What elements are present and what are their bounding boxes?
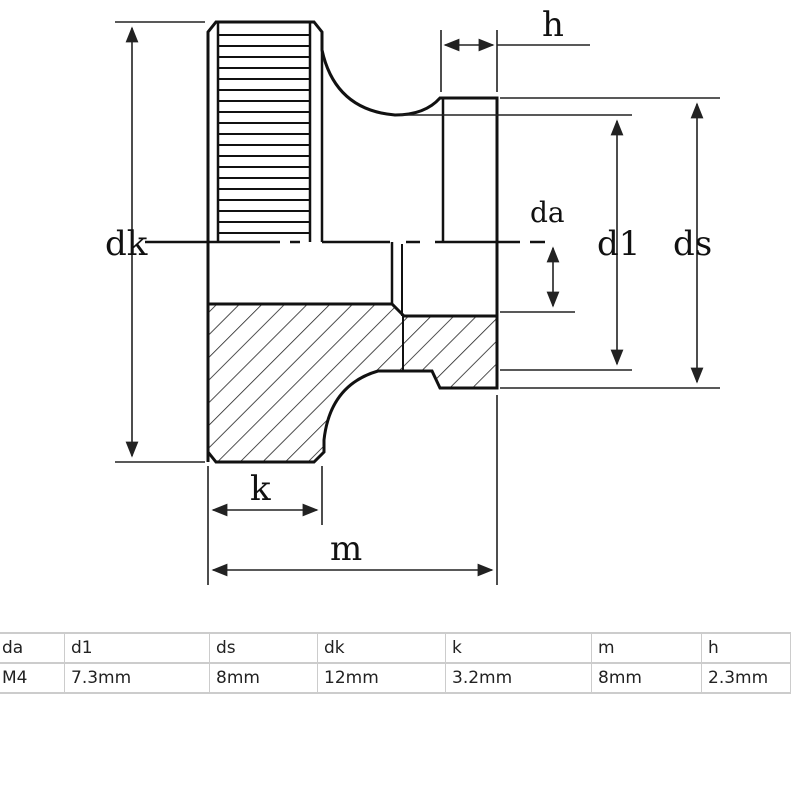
header-cell: dk [317, 632, 446, 664]
label-da: da [530, 196, 565, 229]
dimensions-table: da d1 ds dk k m h M4 7.3mm 8mm 12mm 3.2m… [0, 632, 791, 694]
table-cell: M4 [0, 662, 65, 694]
header-cell: da [0, 632, 65, 664]
dimension-lines [115, 21, 720, 585]
label-m: m [330, 529, 362, 569]
header-cell: h [701, 632, 791, 664]
table-cell: 3.2mm [445, 662, 592, 694]
header-cell: ds [209, 632, 318, 664]
table-cell: 7.3mm [64, 662, 210, 694]
header-cell: k [445, 632, 592, 664]
section-hatch [206, 302, 499, 464]
label-h: h [542, 5, 564, 45]
table-row: M4 7.3mm 8mm 12mm 3.2mm 8mm 2.3mm [0, 662, 791, 694]
table-cell: 2.3mm [701, 662, 791, 694]
label-d1: d1 [597, 224, 640, 264]
table-cell: 8mm [209, 662, 318, 694]
knurl-lines [218, 34, 310, 234]
header-cell: m [591, 632, 702, 664]
label-ds: ds [673, 224, 712, 264]
table-cell: 12mm [317, 662, 446, 694]
label-k: k [250, 469, 271, 509]
table-cell: 8mm [591, 662, 702, 694]
table-header-row: da d1 ds dk k m h [0, 632, 791, 664]
header-cell: d1 [64, 632, 210, 664]
label-dk: dk [105, 224, 148, 264]
knurled-nut-drawing: h dk da d1 ds k m [105, 5, 720, 585]
